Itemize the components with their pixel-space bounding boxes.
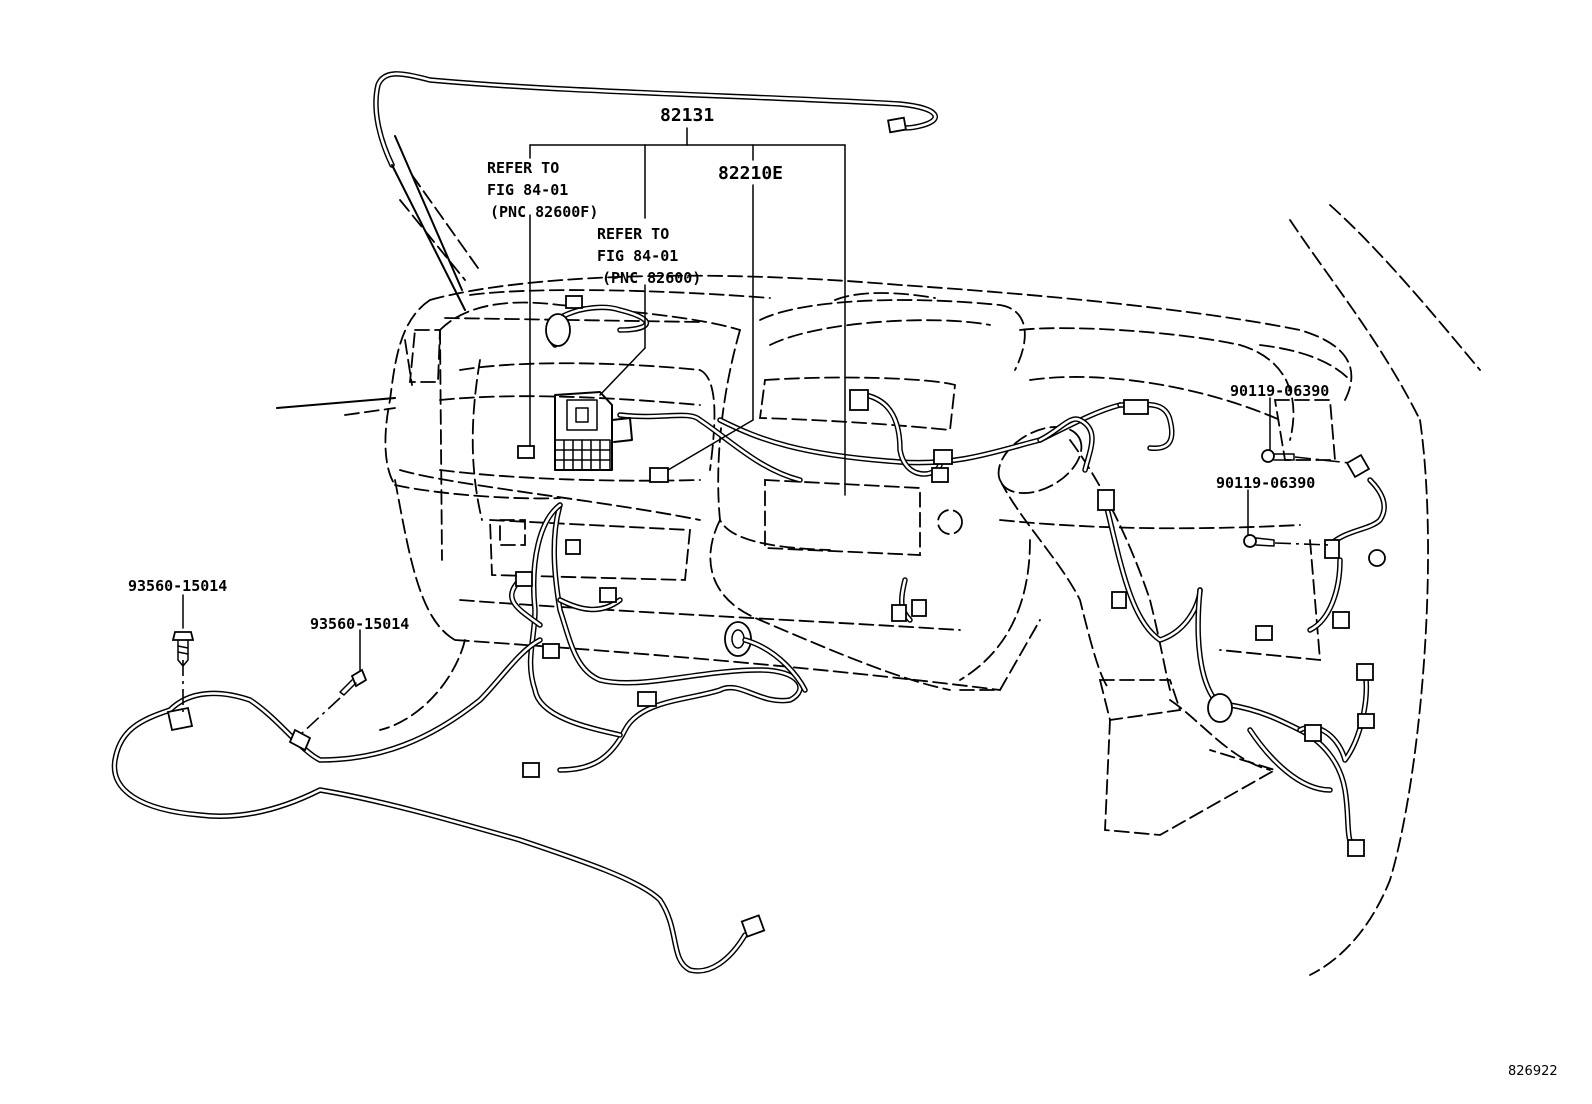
- right-lower-harness: [1207, 663, 1375, 857]
- instrument-panel: [379, 274, 1353, 731]
- refer-note-1-line3: (PNC 82600F): [490, 203, 599, 221]
- steering-column: [997, 426, 1278, 836]
- screw-part-number-a: 93560-15014: [128, 577, 228, 595]
- junction-block: [517, 391, 669, 483]
- refer-note-2-line2: FIG 84-01: [597, 247, 679, 265]
- refer-note-1-line2: FIG 84-01: [487, 181, 569, 199]
- screw-part-number-b: 93560-15014: [310, 615, 410, 633]
- refer-note-2-line3: (PNC 82600): [602, 269, 702, 287]
- lower-left-harness: [509, 502, 927, 778]
- floor-harness: [111, 637, 766, 974]
- fuse-grid: [554, 439, 611, 471]
- callout-leaders: [529, 127, 846, 496]
- part-number-82210e: 82210E: [718, 163, 784, 184]
- part-number-82131: 82131: [660, 105, 715, 126]
- refer-note-1-line1: REFER TO: [487, 159, 560, 177]
- main-harness: [545, 295, 1387, 703]
- bolt-part-number-a: 90119-06390: [1230, 382, 1330, 400]
- bolt-part-number-b: 90119-06390: [1216, 474, 1316, 492]
- figure-code: 826922: [1508, 1064, 1558, 1079]
- refer-note-2-line1: REFER TO: [597, 225, 670, 243]
- roof-wire: [373, 71, 938, 311]
- screws: [171, 397, 1351, 736]
